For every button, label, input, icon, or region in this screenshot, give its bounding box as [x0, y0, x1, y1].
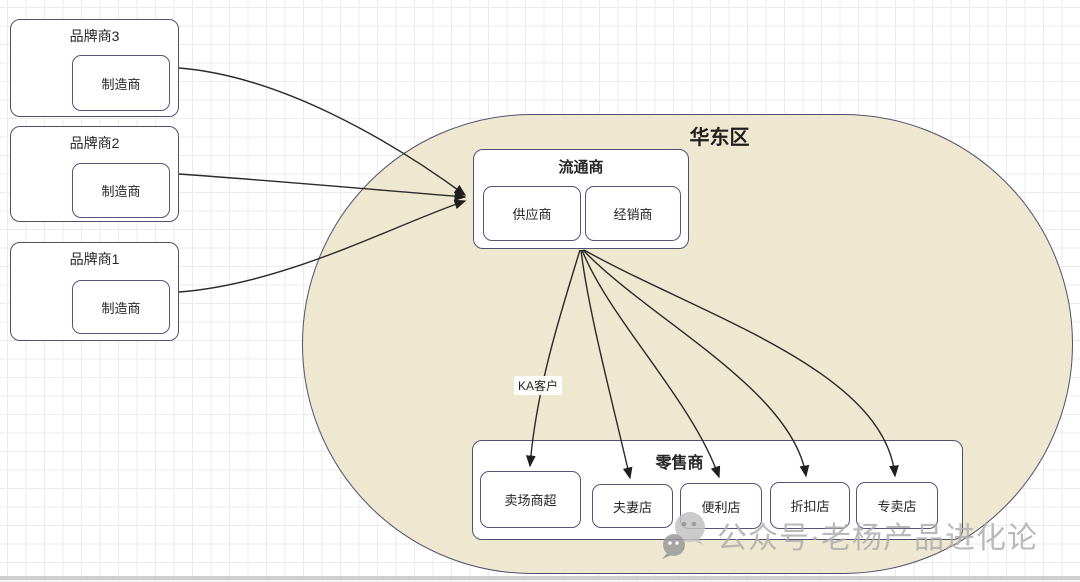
node-brand3: 品牌商3 制造商 [10, 19, 179, 117]
node-brand2-manufacturer: 制造商 [72, 163, 170, 218]
node-brand3-manufacturer: 制造商 [72, 55, 170, 111]
watermark-text: 公众号·老杨产品进化论 [717, 521, 1038, 555]
node-distributor-title: 流通商 [558, 159, 604, 176]
node-discount-store: 折扣店 [770, 482, 850, 529]
node-retailer-title: 零售商 [655, 455, 704, 472]
node-brand3-title: 品牌商3 [69, 28, 120, 44]
node-brand2: 品牌商2 制造商 [10, 126, 179, 222]
canvas-bottom-edge [0, 576, 1080, 580]
node-dealer: 经销商 [585, 186, 681, 241]
node-distributor: 流通商 供应商 经销商 [473, 149, 689, 249]
node-brand1-title: 品牌商1 [69, 251, 120, 267]
node-brand1: 品牌商1 制造商 [10, 242, 179, 341]
node-hypermarket: 卖场商超 [480, 471, 581, 528]
node-brand2-title: 品牌商2 [69, 135, 120, 151]
node-brand1-manufacturer: 制造商 [72, 280, 170, 334]
edge-label-ka-customer: KA客户 [514, 376, 563, 395]
wechat-icon [659, 510, 711, 567]
node-momandpop-store: 夫妻店 [592, 484, 673, 528]
node-supplier: 供应商 [483, 186, 581, 241]
region-title: 华东区 [689, 127, 750, 149]
node-specialty-store: 专卖店 [856, 482, 938, 529]
watermark: 公众号·老杨产品进化论 [659, 510, 1038, 567]
